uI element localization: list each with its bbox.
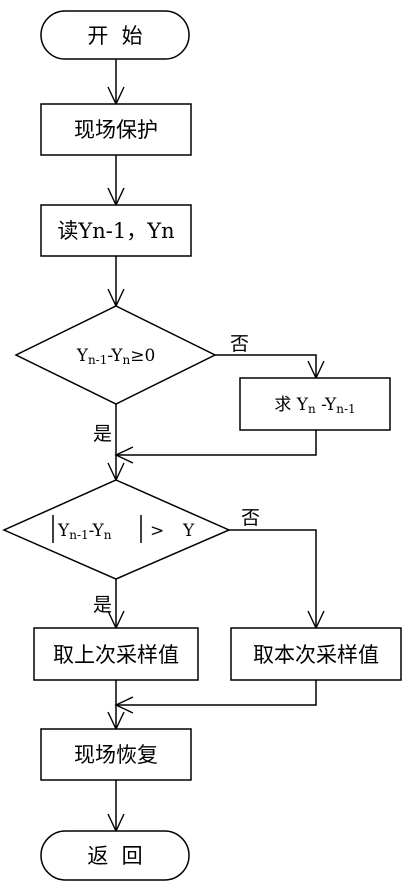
take-current-label: 取本次采样值	[253, 643, 379, 667]
save-context-box	[40, 103, 192, 156]
restore-context-label: 现场恢复	[74, 743, 158, 767]
compute-box	[239, 377, 391, 431]
return-terminal	[40, 830, 190, 881]
connector-take-current-merge	[116, 680, 317, 706]
restore-context-box	[40, 728, 192, 781]
decision1-label: Yn-1-Yn≥0	[76, 346, 156, 367]
no-label-1: 否	[230, 333, 249, 355]
connector-compute-merge	[116, 430, 317, 456]
connector-decision2-no	[229, 529, 317, 628]
return-label: 返 回	[87, 844, 142, 868]
no-label-2: 否	[241, 507, 260, 529]
decision2-threshold: Y	[182, 521, 195, 541]
decision2-diamond	[2, 479, 231, 580]
yes-label-1: 是	[93, 423, 112, 445]
take-last-label: 取上次采样值	[53, 643, 179, 667]
decision2-operator: >	[150, 521, 164, 541]
read-box	[40, 204, 192, 257]
compute-label: 求 Yn -Yn-1	[274, 395, 355, 416]
start-terminal	[40, 10, 190, 60]
yes-label-2: 是	[93, 594, 112, 616]
decision2-expression: Yn-1-Yn	[57, 521, 112, 542]
read-label: 读Yn-1，Yn	[57, 219, 174, 243]
connector-decision1-no	[215, 354, 317, 378]
start-label: 开 始	[87, 24, 142, 48]
save-context-label: 现场保护	[74, 118, 158, 142]
take-last-box	[33, 627, 199, 681]
